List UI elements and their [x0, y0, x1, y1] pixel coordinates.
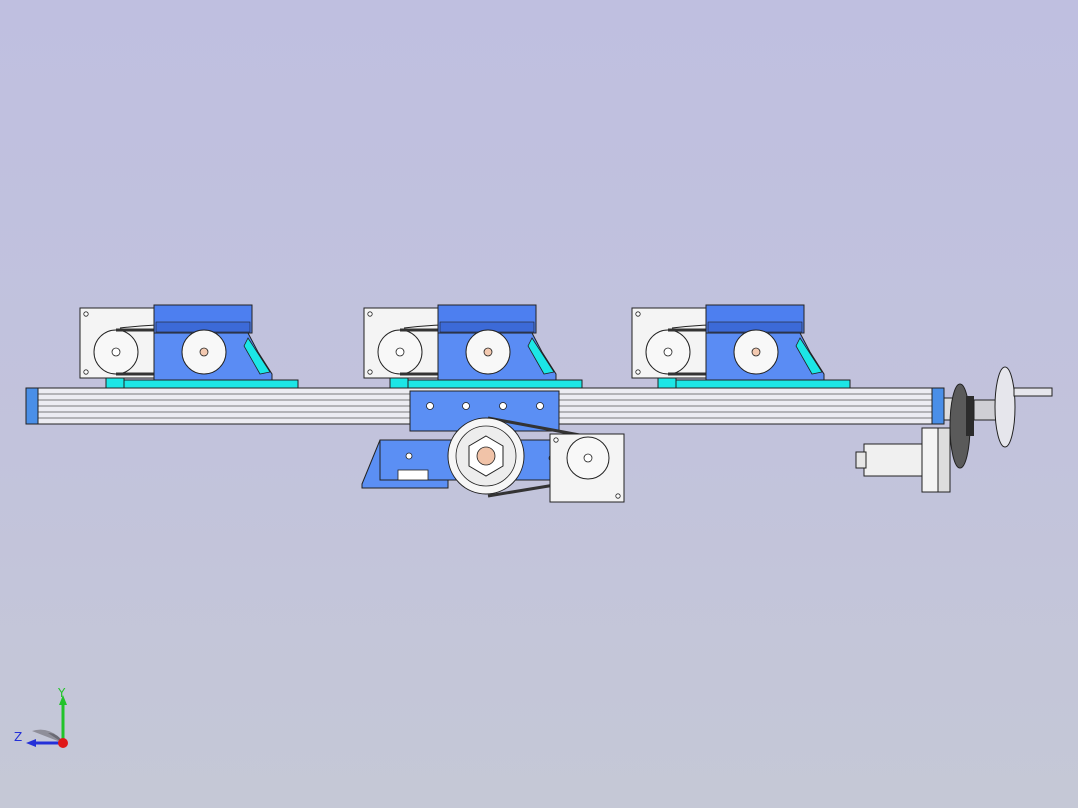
coordinate-triad: Y Z: [10, 685, 80, 755]
carriage-plate[interactable]: [409, 390, 560, 432]
drive-assembly[interactable]: [361, 416, 625, 503]
z-axis-label: Z: [14, 730, 23, 744]
y-axis-label: Y: [58, 686, 66, 700]
handwheel-assembly[interactable]: [943, 366, 1053, 469]
motor-unit-1[interactable]: [78, 303, 300, 390]
motor-unit-3[interactable]: [630, 303, 852, 390]
motor-unit-2[interactable]: [362, 303, 584, 390]
triad-graphic: [26, 695, 68, 748]
side-motor[interactable]: [855, 427, 951, 493]
